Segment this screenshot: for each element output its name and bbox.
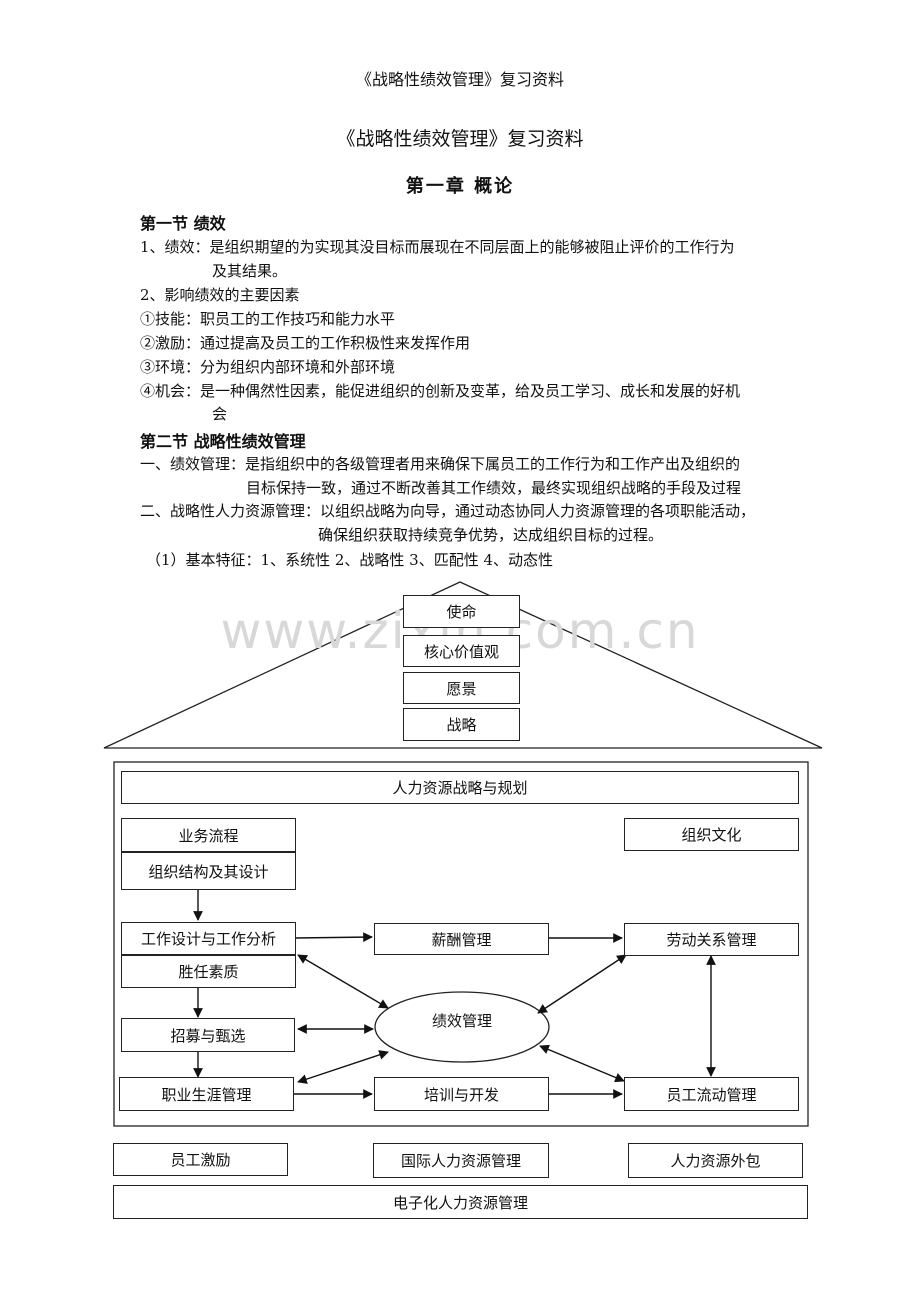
box-turnover: 员工流动管理: [624, 1077, 799, 1111]
box-hr-outsourcing: 人力资源外包: [628, 1143, 803, 1178]
section-1-line: 及其结果。: [212, 262, 288, 280]
section-2-heading: 第二节 战略性绩效管理: [140, 432, 306, 451]
box-vision: 愿景: [403, 672, 520, 704]
document-title: 《战略性绩效管理》复习资料: [336, 128, 584, 150]
arrow-job-to-comp: [294, 932, 373, 943]
box-org-culture: 组织文化: [624, 818, 799, 851]
page-header: 《战略性绩效管理》复习资料: [355, 70, 564, 89]
box-training: 培训与开发: [374, 1077, 549, 1111]
box-ehr: 电子化人力资源管理: [113, 1185, 808, 1219]
box-motivation: 员工激励: [113, 1143, 288, 1176]
arrow-career-performance: [297, 1050, 389, 1084]
box-recruitment: 招募与甄选: [121, 1018, 295, 1052]
box-strategy: 战略: [403, 708, 520, 741]
box-job-design: 工作设计与工作分析: [121, 922, 296, 955]
arrow-performance-turnover: [539, 1044, 625, 1083]
section-1-line: ④机会：是一种偶然性因素，能促进组织的创新及变革，给及员工学习、成长和发展的好机: [140, 382, 741, 400]
box-international-hr: 国际人力资源管理: [373, 1143, 549, 1178]
box-competency: 胜任素质: [121, 955, 296, 988]
section-2-line: （1）基本特征：1、系统性 2、战略性 3、匹配性 4、动态性: [146, 551, 554, 569]
main-frame: [113, 761, 809, 1127]
section-2-line: 一、绩效管理：是指组织中的各级管理者用来确保下属员工的工作行为和工作产出及组织的: [140, 455, 741, 473]
section-1-line: ①技能：职员工的工作技巧和能力水平: [140, 310, 396, 328]
box-mission: 使命: [403, 595, 520, 628]
section-1-line: ③环境：分为组织内部环境和外部环境: [140, 358, 396, 376]
section-2-line: 二、战略性人力资源管理：以组织战略为向导，通过动态协同人力资源管理的各项职能活动…: [140, 502, 756, 520]
label-performance: 绩效管理: [431, 1012, 492, 1030]
box-hr-strategy: 人力资源战略与规划: [121, 771, 799, 804]
box-core-values: 核心价值观: [403, 635, 520, 667]
box-career: 职业生涯管理: [119, 1077, 294, 1111]
box-business-process: 业务流程: [121, 818, 296, 852]
chapter-heading: 第一章 概论: [405, 176, 515, 197]
section-1-line: 2、影响绩效的主要因素: [140, 286, 300, 304]
section-2-line: 确保组织获取持续竞争优势，达成组织目标的过程。: [318, 526, 664, 544]
box-org-structure: 组织结构及其设计: [121, 852, 296, 890]
section-1-line: 会: [212, 405, 228, 423]
section-1-heading: 第一节 绩效: [140, 214, 226, 233]
box-labor-relations: 劳动关系管理: [624, 923, 799, 956]
performance-ellipse: [374, 991, 550, 1063]
section-2-line: 目标保持一致，通过不断改善其工作绩效，最终实现组织战略的手段及过程: [246, 479, 742, 497]
arrow-performance-labor: [537, 954, 627, 1014]
box-compensation: 薪酬管理: [374, 923, 549, 955]
arrow-competency-performance: [297, 954, 389, 1009]
section-1-line: 1、绩效：是组织期望的为实现其没目标而展现在不同层面上的能够被阻止评价的工作行为: [140, 238, 735, 256]
section-1-line: ②激励：通过提高及员工的工作积极性来发挥作用: [140, 334, 471, 352]
roof-triangle: [103, 581, 823, 749]
